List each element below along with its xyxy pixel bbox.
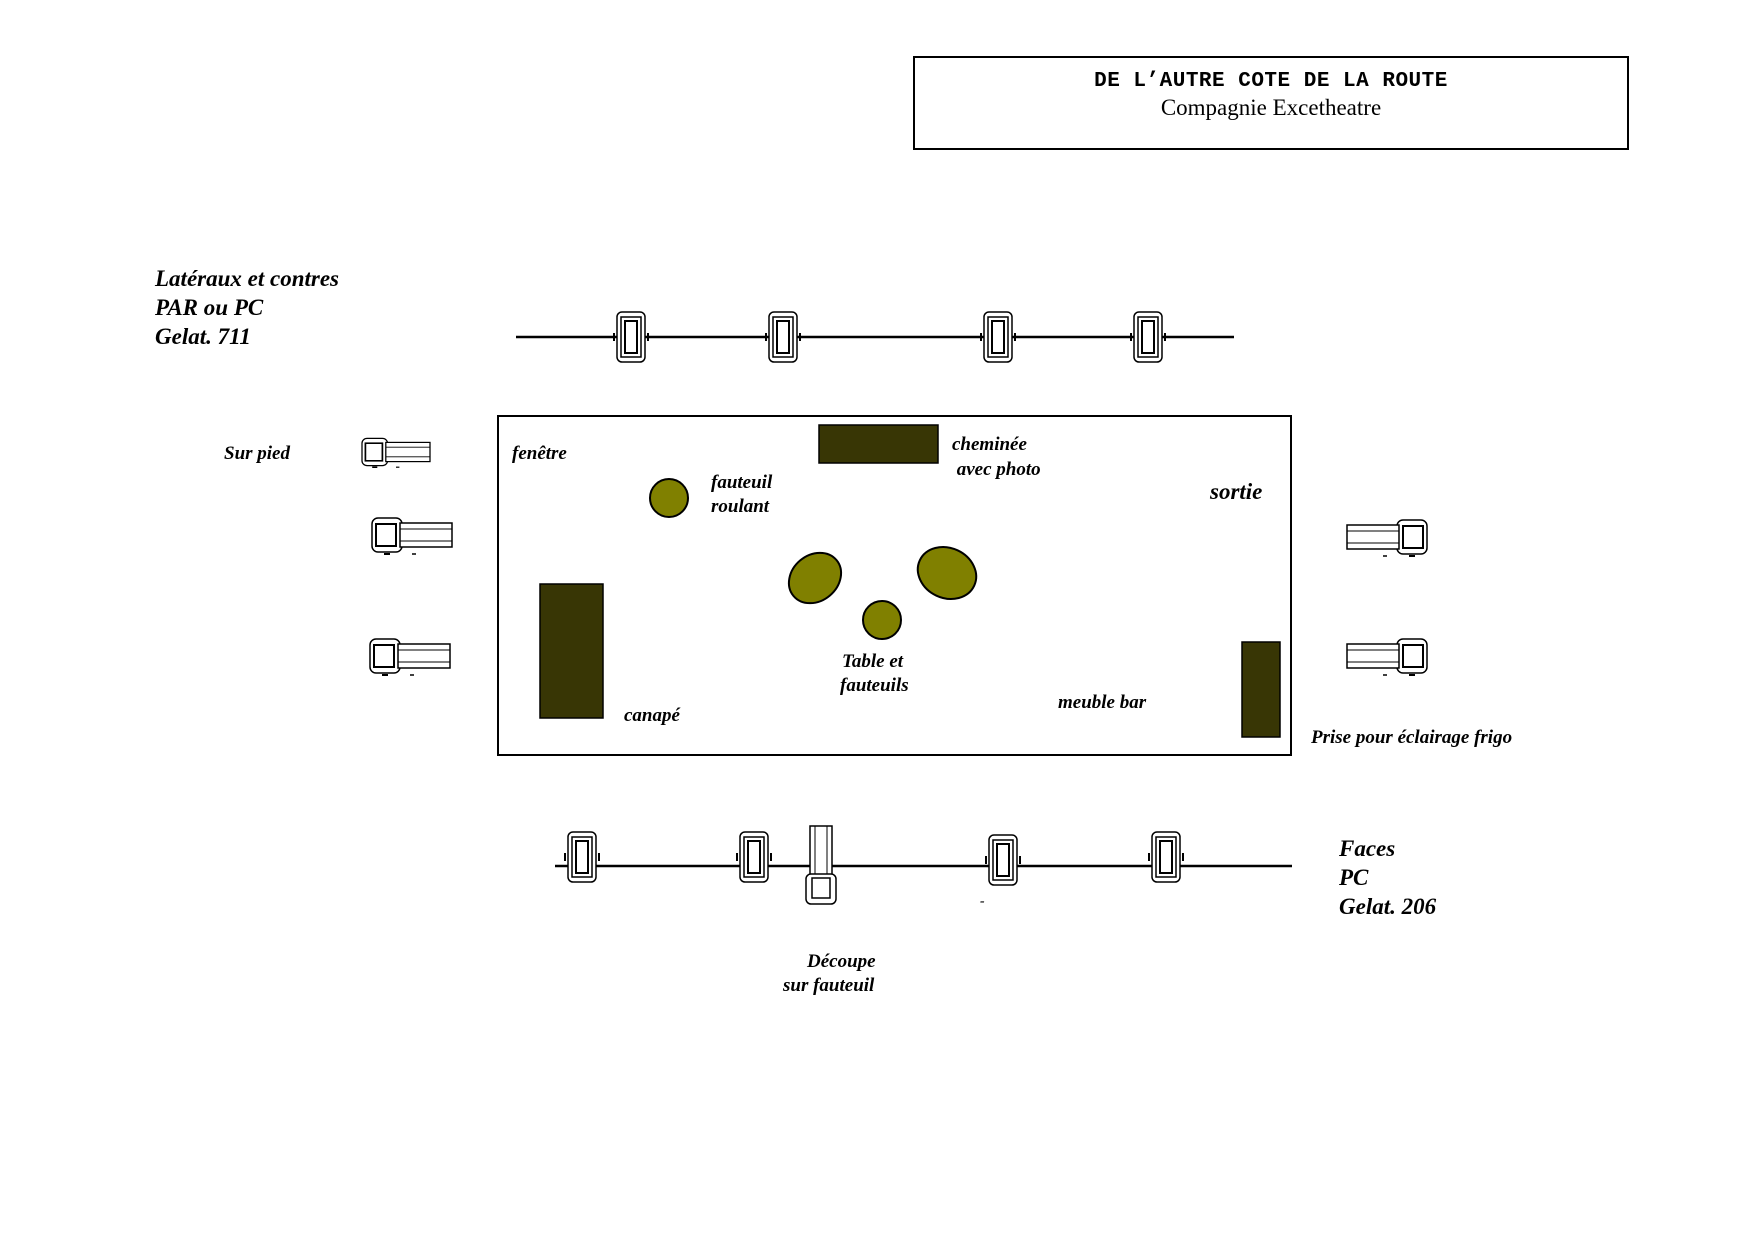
fauteuil-roulant-label-line2: roulant [711, 496, 770, 517]
decoupe-spotlight [805, 825, 837, 905]
lateral-label-line2: PAR ou PC [155, 295, 264, 320]
upper-spotlight-1 [613, 311, 649, 363]
table-fauteuils-label-line1: Table et [842, 651, 904, 672]
decoupe-label-line2: sur fauteuil [783, 975, 875, 996]
left-spotlight-3 [369, 638, 451, 676]
left-spotlight-2 [371, 517, 453, 555]
dash-mark: - [980, 894, 985, 909]
lateral-label-line1: Latéraux et contres [155, 266, 339, 291]
prise-frigo-label: Prise pour éclairage frigo [1311, 727, 1513, 748]
cheminee-label-line2: avec photo [952, 459, 1041, 480]
cheminee-block [818, 424, 939, 464]
upper-spotlight-4 [1130, 311, 1166, 363]
right-spotlight-2 [1346, 638, 1428, 676]
upper-spotlight-2 [765, 311, 801, 363]
right-spotlight-1 [1346, 519, 1428, 557]
lower-spotlight-1 [564, 831, 600, 883]
faces-label-line1: Faces [1339, 836, 1396, 861]
fauteuil-roulant-circle [649, 478, 689, 518]
fauteuil-right-ellipse [916, 546, 978, 600]
sur-pied-label: Sur pied [224, 443, 290, 464]
upper-spotlight-3 [980, 311, 1016, 363]
decoupe-label-line1: Découpe [807, 951, 876, 972]
faces-label-line2: PC [1339, 865, 1369, 890]
sortie-label: sortie [1210, 479, 1263, 504]
meuble-bar-label: meuble bar [1058, 692, 1147, 713]
title-box: DE L’AUTRE COTE DE LA ROUTE Compagnie Ex… [913, 56, 1629, 150]
lateral-label-line3: Gelat. 711 [155, 324, 251, 349]
canape-block [539, 583, 604, 719]
lower-spotlight-2 [736, 831, 772, 883]
company-name: Compagnie Excetheatre [1160, 95, 1382, 120]
lower-spotlight-4 [1148, 831, 1184, 883]
play-title: DE L’AUTRE COTE DE LA ROUTE [1094, 70, 1448, 93]
fauteuil-roulant-label-line1: fauteuil [711, 472, 773, 493]
cheminee-label-line1: cheminée [952, 434, 1027, 455]
faces-label-line3: Gelat. 206 [1339, 894, 1437, 919]
fenetre-label: fenêtre [512, 443, 567, 464]
table-circle [862, 600, 902, 640]
canape-label: canapé [624, 705, 680, 726]
meuble-bar-block [1241, 641, 1281, 738]
fauteuil-left-ellipse [787, 551, 843, 605]
table-fauteuils-label-line2: fauteuils [840, 675, 909, 696]
left-spotlight-sur-pied [361, 437, 431, 469]
stage-outline [497, 415, 1292, 756]
lower-spotlight-3 [985, 834, 1021, 886]
